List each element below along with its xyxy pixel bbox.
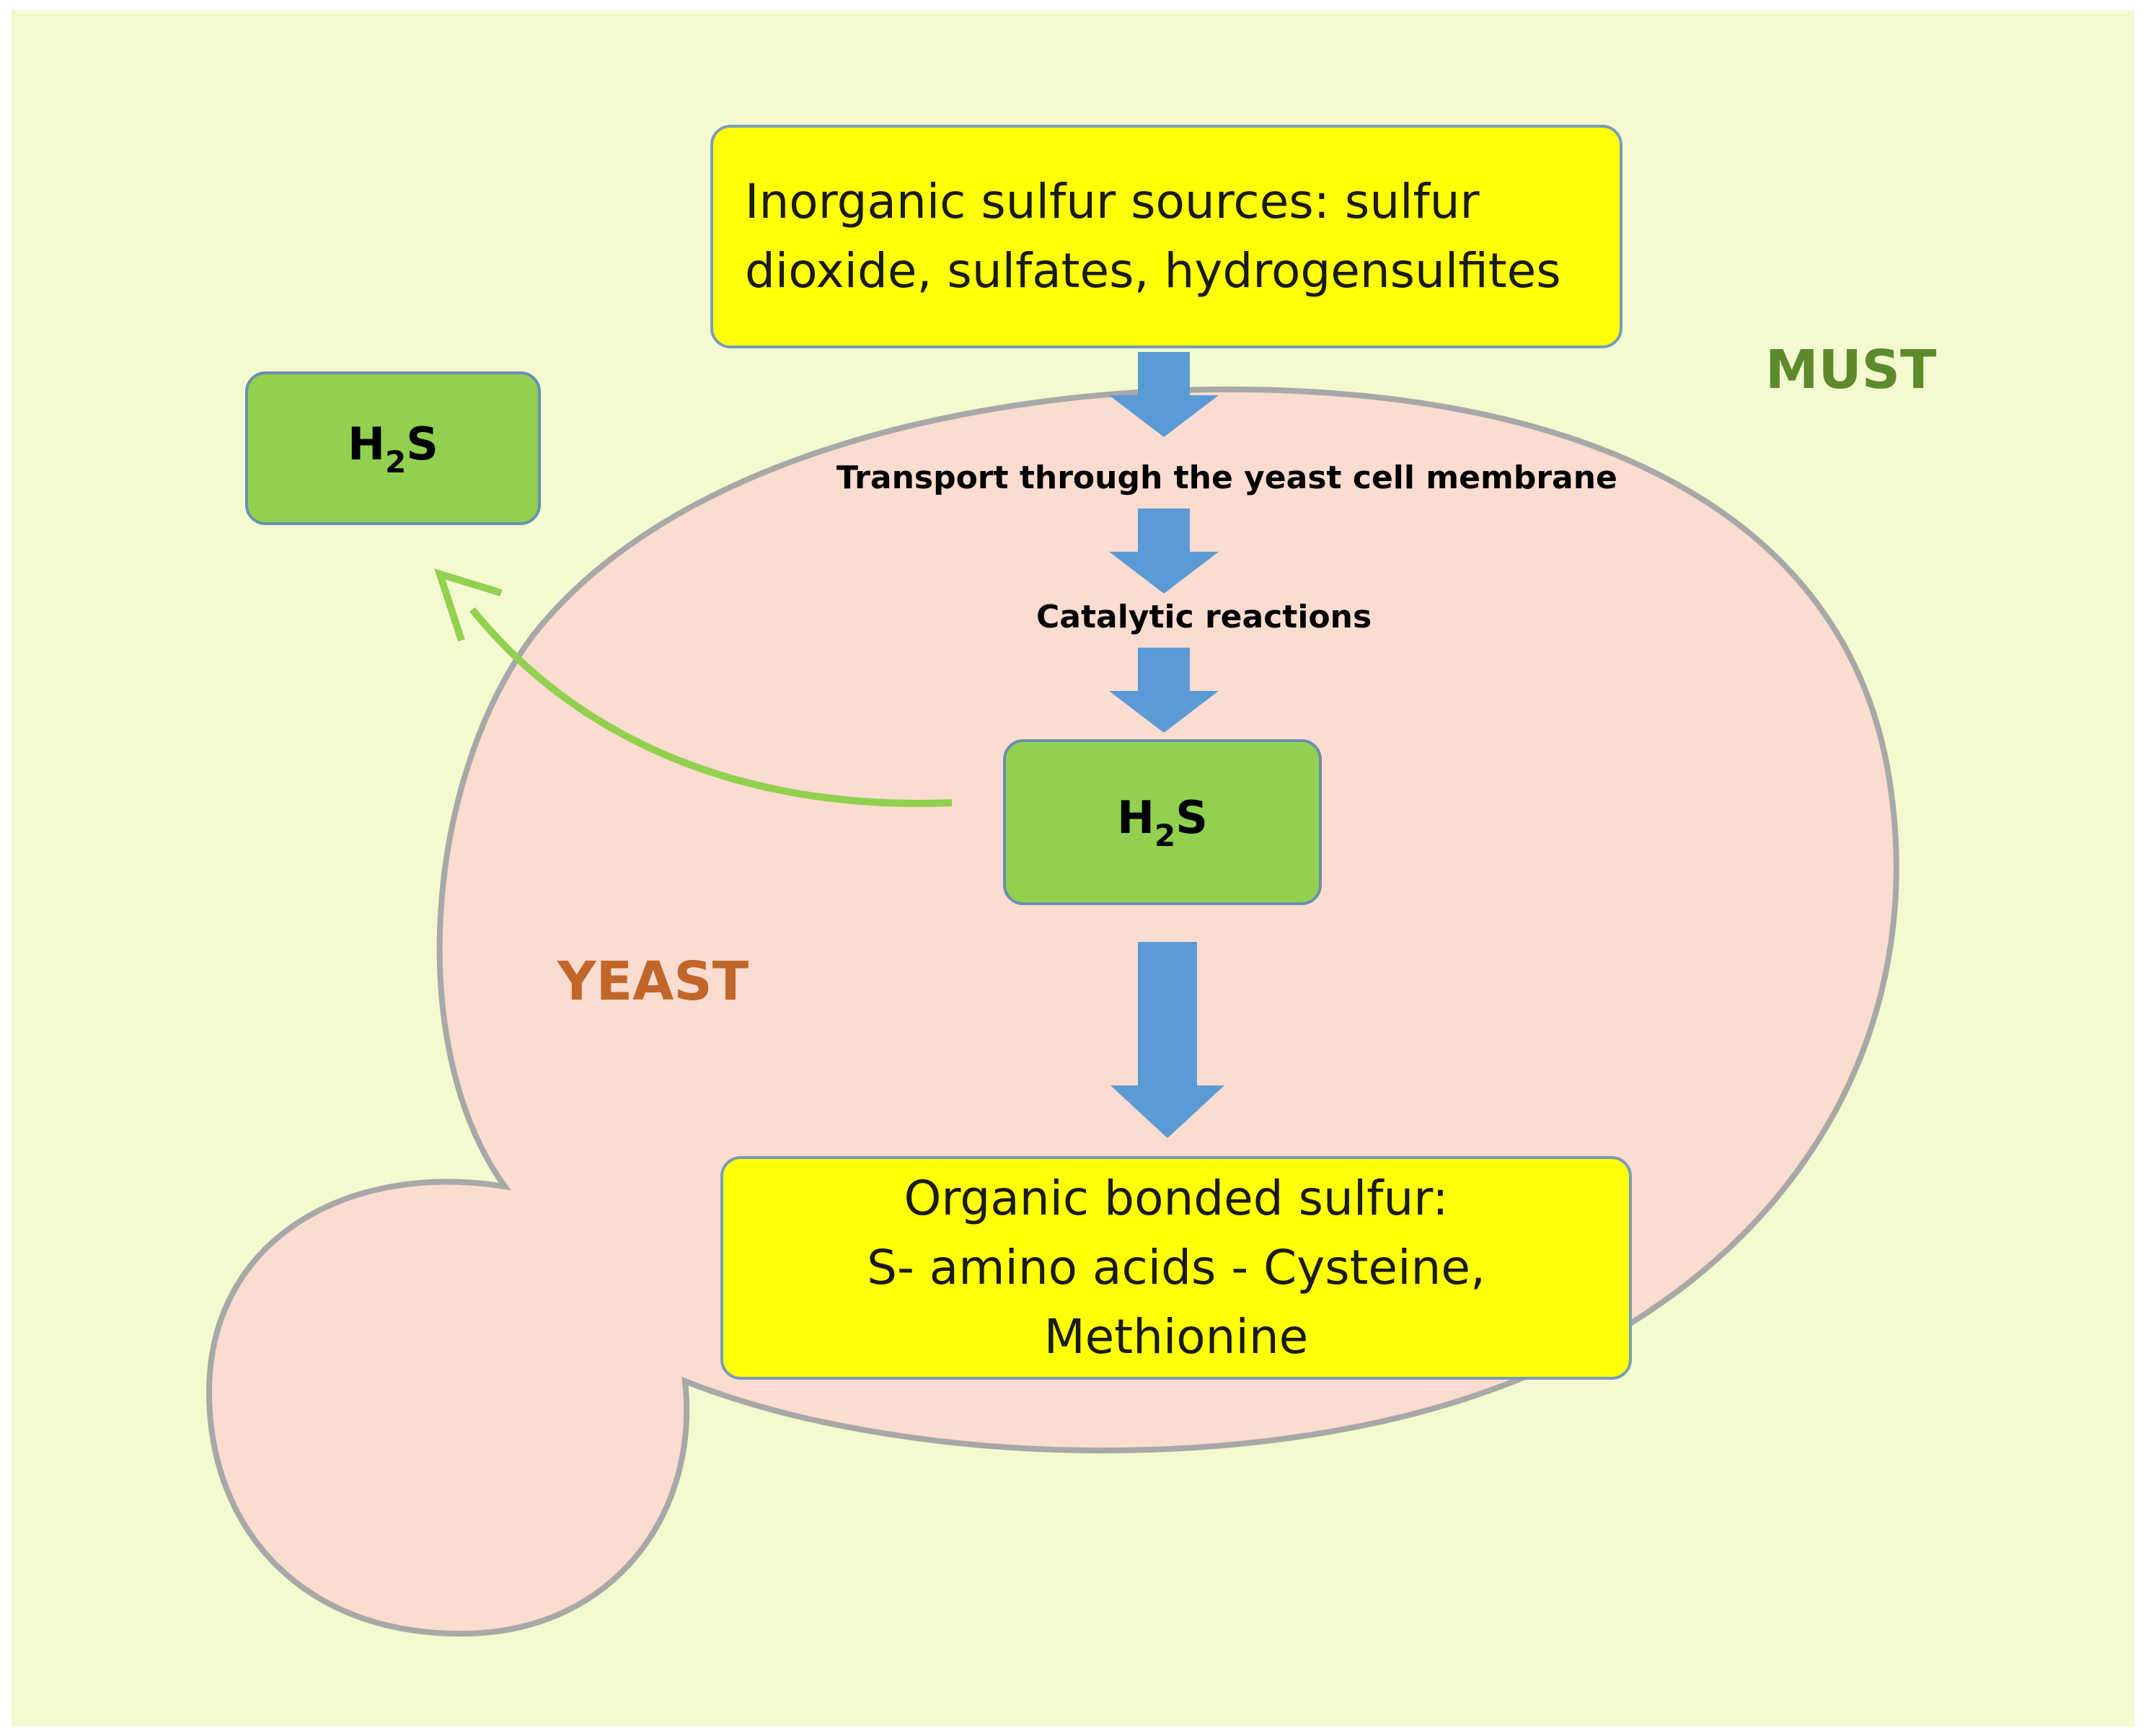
- h2s-released-formula: H2S: [348, 417, 438, 480]
- organic-sulfur-line2: S- amino acids - Cysteine,: [867, 1240, 1485, 1295]
- organic-sulfur-line3: Methionine: [1043, 1309, 1309, 1365]
- h2s-intracellular-formula: H2S: [1117, 791, 1208, 853]
- arrow-transport-to-catalytic: [1109, 508, 1219, 594]
- h2s-intracellular-box: H2S: [1003, 739, 1322, 905]
- transport-step-label: Transport through the yeast cell membran…: [836, 459, 1617, 496]
- h2s-release-arrowhead: [434, 568, 503, 642]
- must-label: MUST: [1765, 339, 1937, 401]
- h2s-released-box: H2S: [245, 371, 541, 525]
- arrow-into-cell: [1109, 352, 1219, 437]
- organic-sulfur-box: Organic bonded sulfur: S- amino acids - …: [720, 1156, 1632, 1380]
- inorganic-sulfur-box: Inorganic sulfur sources: sulfur dioxide…: [710, 125, 1622, 348]
- catalytic-step-label: Catalytic reactions: [1036, 599, 1372, 635]
- inorganic-sulfur-line2: dioxide, sulfates, hydrogensulfites: [745, 243, 1561, 299]
- arrow-h2s-to-organic: [1110, 942, 1224, 1138]
- yeast-label: YEAST: [557, 951, 749, 1013]
- arrow-catalytic-to-h2s: [1109, 648, 1219, 733]
- h2s-release-arrow: [469, 607, 953, 807]
- inorganic-sulfur-line1: Inorganic sulfur sources: sulfur: [745, 174, 1480, 229]
- organic-sulfur-line1: Organic bonded sulfur:: [904, 1171, 1449, 1226]
